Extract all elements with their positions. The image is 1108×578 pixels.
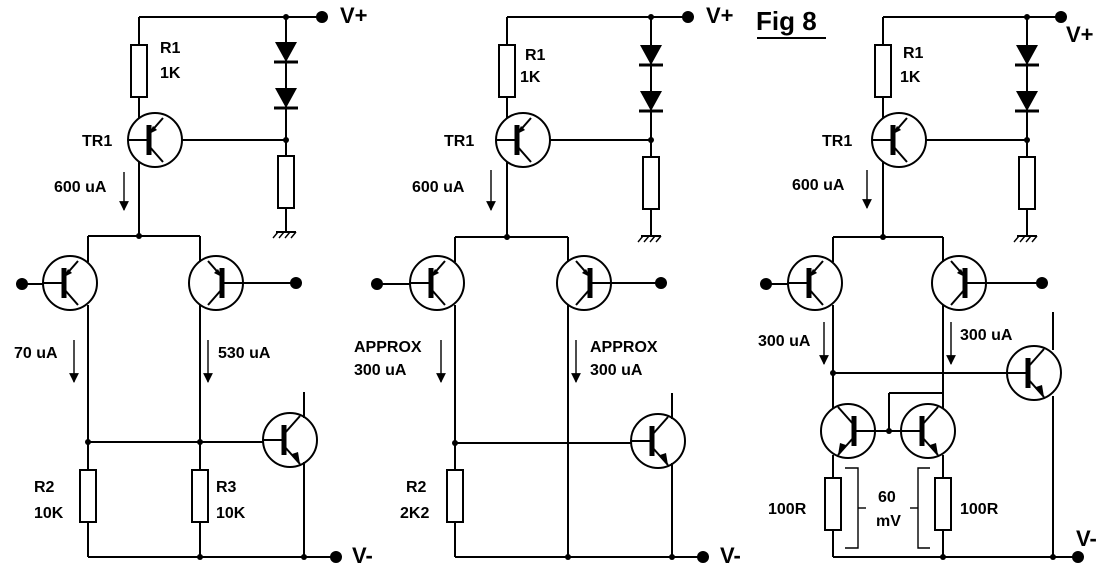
tr1-transistor xyxy=(872,113,926,167)
diff-pair-right-transistor xyxy=(557,256,611,310)
r2-value: 10K xyxy=(34,505,64,522)
right-current-label: 530 uA xyxy=(218,345,271,362)
tr1-label: TR1 xyxy=(822,133,852,150)
mirror-left-res-label: 100R xyxy=(768,501,807,518)
diff-pair-left-transistor xyxy=(788,256,842,310)
diode-2 xyxy=(1013,89,1041,113)
ground-icon xyxy=(272,231,297,239)
r1-resistor xyxy=(130,44,148,98)
left-approx-label: APPROX xyxy=(354,339,422,356)
voltage-bracket-right xyxy=(917,467,930,549)
vpos-label: V+ xyxy=(1066,22,1094,47)
mirror-left-transistor xyxy=(821,404,875,458)
r1-label: R1 xyxy=(160,40,181,57)
r3-value: 10K xyxy=(216,505,246,522)
r1-resistor xyxy=(498,44,516,98)
right-approx-label: APPROX xyxy=(590,339,658,356)
figure-label: Fig 8 xyxy=(756,6,817,36)
output-transistor xyxy=(631,414,685,468)
r1-label: R1 xyxy=(525,47,546,64)
r2-label: R2 xyxy=(34,479,55,496)
mirror-left-resistor xyxy=(824,477,842,531)
r3-label: R3 xyxy=(216,479,237,496)
mirror-voltage-value: 60 xyxy=(878,489,896,506)
r1-resistor xyxy=(874,44,892,98)
ground-icon xyxy=(637,235,662,243)
vpos-terminal xyxy=(316,11,328,23)
output-transistor xyxy=(263,413,317,467)
bias-resistor xyxy=(1018,156,1036,210)
diff-pair-right-transistor xyxy=(932,256,986,310)
tail-current-label: 600 uA xyxy=(792,177,845,194)
tr1-transistor xyxy=(128,113,182,167)
circuit-3: Fig 8 V+ R1 1K TR1 600 uA xyxy=(756,6,1097,563)
diode-2 xyxy=(637,89,665,113)
r2-resistor xyxy=(79,469,97,523)
tr1-label: TR1 xyxy=(444,133,474,150)
r2-resistor xyxy=(446,469,464,523)
r1-value: 1K xyxy=(160,65,181,82)
output-transistor xyxy=(1007,346,1061,400)
vpos-label: V+ xyxy=(706,3,734,28)
left-current-label: 70 uA xyxy=(14,345,58,362)
mirror-right-transistor xyxy=(901,404,955,458)
diode-2 xyxy=(272,86,300,110)
vneg-label: V- xyxy=(352,543,373,568)
circuit-2: V+ R1 1K TR1 600 uA APPROX 300 uA xyxy=(354,3,741,568)
r1-value: 1K xyxy=(520,69,541,86)
left-current-label: 300 uA xyxy=(354,362,407,379)
left-current-label: 300 uA xyxy=(758,333,811,350)
r2-label: R2 xyxy=(406,479,427,496)
vpos-terminal xyxy=(1055,11,1067,23)
tr1-label: TR1 xyxy=(82,133,112,150)
circuit-1: V+ R1 1K TR1 600 uA xyxy=(14,3,373,568)
vpos-label: V+ xyxy=(340,3,368,28)
diode-1 xyxy=(272,40,300,64)
voltage-bracket-left xyxy=(845,467,859,549)
tr1-transistor xyxy=(496,113,550,167)
bias-resistor xyxy=(277,155,295,209)
vneg-label: V- xyxy=(1076,526,1097,551)
right-current-label: 300 uA xyxy=(590,362,643,379)
diff-pair-right-transistor xyxy=(189,256,243,310)
right-current-label: 300 uA xyxy=(960,327,1013,344)
vpos-terminal xyxy=(682,11,694,23)
ground-icon xyxy=(1013,235,1038,243)
r2-value: 2K2 xyxy=(400,505,429,522)
tail-current-label: 600 uA xyxy=(412,179,465,196)
bias-resistor xyxy=(642,156,660,210)
vneg-terminal xyxy=(1072,551,1084,563)
tail-current-label: 600 uA xyxy=(54,179,107,196)
vneg-terminal xyxy=(697,551,709,563)
mirror-right-resistor xyxy=(934,477,952,531)
r3-resistor xyxy=(191,469,209,523)
vneg-label: V- xyxy=(720,543,741,568)
r1-label: R1 xyxy=(903,45,924,62)
vneg-terminal xyxy=(330,551,342,563)
r1-value: 1K xyxy=(900,69,921,86)
diff-pair-left-transistor xyxy=(410,256,464,310)
mirror-right-res-label: 100R xyxy=(960,501,999,518)
diode-1 xyxy=(1013,43,1041,67)
mirror-voltage-unit: mV xyxy=(876,513,901,530)
diff-pair-left-transistor xyxy=(43,256,97,310)
diode-1 xyxy=(637,43,665,67)
